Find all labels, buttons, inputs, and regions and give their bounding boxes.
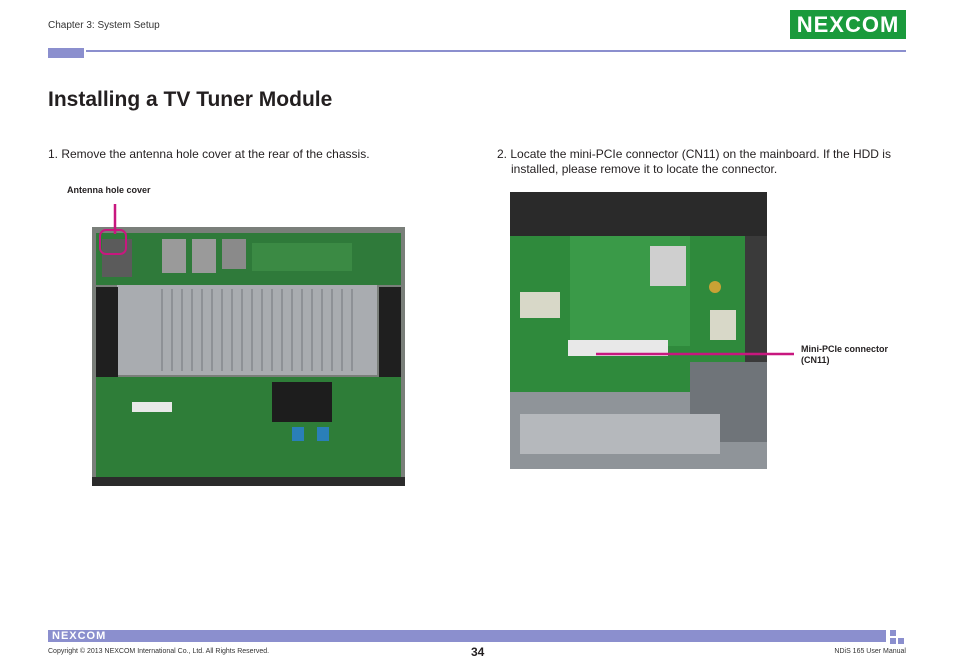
step-1-text: 1. Remove the antenna hole cover at the … — [48, 147, 370, 161]
header-rule — [86, 50, 906, 52]
page-title: Installing a TV Tuner Module — [48, 88, 333, 111]
chassis-photo — [92, 227, 405, 486]
page-number: 34 — [471, 645, 485, 659]
header-accent-block — [48, 48, 84, 58]
step-2-text: 2. Locate the mini-PCIe connector (CN11)… — [497, 147, 891, 176]
antenna-callout-line — [113, 204, 117, 234]
connector-callout-label: Mini-PCIe connector (CN11) — [801, 344, 911, 366]
copyright-text: Copyright © 2013 NEXCOM International Co… — [48, 648, 270, 655]
connector-callout-line — [596, 352, 794, 356]
chapter-label: Chapter 3: System Setup — [48, 20, 160, 31]
mainboard-photo — [510, 192, 767, 469]
footer-logo: NEXCOM — [52, 630, 107, 642]
footer-square — [890, 638, 896, 644]
antenna-callout-label: Antenna hole cover — [67, 185, 151, 195]
connector-callout-line1: Mini-PCIe connector — [801, 344, 889, 354]
footer-square — [898, 638, 904, 644]
connector-callout-line2: (CN11) — [801, 355, 830, 365]
footer-square — [890, 630, 896, 636]
nexcom-logo: NEXCOM — [790, 10, 906, 39]
manual-name: NDiS 165 User Manual — [834, 648, 906, 655]
footer-bar — [48, 630, 886, 642]
